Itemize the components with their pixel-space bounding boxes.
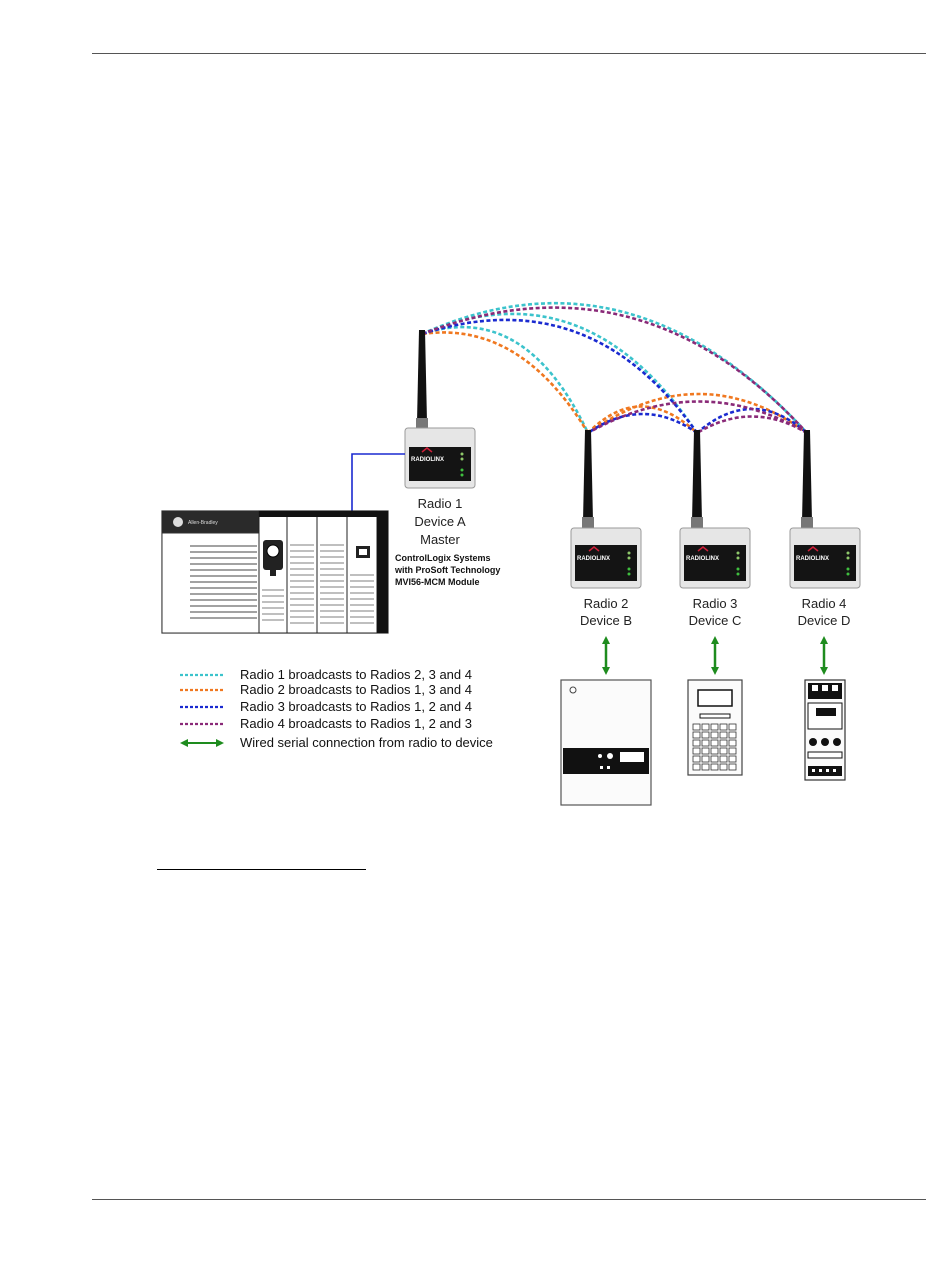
arc-r4-r2 (587, 400, 808, 435)
controllogix-chassis: Allen-Bradley (161, 510, 389, 634)
svg-text:Device C: Device C (689, 613, 742, 628)
svg-text:Radio 2: Radio 2 (584, 596, 629, 611)
svg-text:ControlLogix Systems: ControlLogix Systems (395, 553, 491, 563)
ethernet-cable (351, 453, 405, 512)
svg-text:Radio 1 broadcasts to Radios 2: Radio 1 broadcasts to Radios 2, 3 and 4 (240, 667, 472, 682)
svg-text:Radio 3 broadcasts to Radios 1: Radio 3 broadcasts to Radios 1, 2 and 4 (240, 699, 472, 714)
device-c (687, 679, 743, 776)
arc-r3-r2 (587, 412, 698, 435)
radio-4-label: Radio 4 Device D (798, 596, 851, 628)
svg-text:Radio 4 broadcasts to Radios 1: Radio 4 broadcasts to Radios 1, 2 and 3 (240, 716, 472, 731)
arc-r3-r1 (421, 318, 699, 434)
radio-3: RADIOLINX (679, 430, 751, 589)
radio-1: RADIOLINX (404, 330, 476, 489)
device-d (804, 679, 846, 781)
radio-2-label: Radio 2 Device B (580, 596, 632, 628)
antenna-4 (802, 430, 812, 521)
svg-text:Master: Master (420, 532, 460, 547)
svg-text:Radio 1: Radio 1 (418, 496, 463, 511)
svg-text:Device B: Device B (580, 613, 632, 628)
svg-text:Radio 2 broadcasts to Radios 1: Radio 2 broadcasts to Radios 1, 3 and 4 (240, 682, 472, 697)
svg-text:Wired serial connection from r: Wired serial connection from radio to de… (240, 735, 493, 750)
arc-r1-r3 (421, 312, 699, 434)
svg-text:MVI56-MCM Module: MVI56-MCM Module (395, 577, 480, 587)
antenna-2 (583, 430, 593, 521)
arc-r2-r4 (587, 392, 808, 435)
serial-links (602, 636, 828, 675)
radio-3-label: Radio 3 Device C (689, 596, 742, 628)
header-rule (92, 53, 926, 54)
svg-text:RADIOLINX: RADIOLINX (411, 457, 444, 463)
svg-text:Radio 3: Radio 3 (693, 596, 738, 611)
blank-underline (157, 869, 366, 870)
plc-caption: ControlLogix Systems with ProSoft Techno… (394, 553, 500, 587)
svg-text:RADIOLINX: RADIOLINX (796, 556, 829, 562)
arc-r1-r4 (421, 301, 808, 434)
svg-text:Allen-Bradley: Allen-Bradley (188, 520, 218, 526)
arc-r4-r3 (696, 415, 808, 435)
svg-text:RADIOLINX: RADIOLINX (577, 556, 610, 562)
arc-r2-r1 (421, 331, 590, 434)
legend-item-radio-4: Radio 4 broadcasts to Radios 1, 2 and 3 (180, 716, 472, 731)
antenna-1 (417, 330, 427, 422)
arc-r4-r1 (421, 306, 808, 434)
radio-4: RADIOLINX (789, 430, 861, 589)
footer-rule (92, 1199, 926, 1200)
legend: Radio 1 broadcasts to Radios 2, 3 and 4 … (180, 667, 493, 750)
svg-text:RADIOLINX: RADIOLINX (686, 556, 719, 562)
legend-item-radio-1: Radio 1 broadcasts to Radios 2, 3 and 4 (180, 667, 472, 682)
arc-r1-r2 (421, 325, 590, 434)
svg-text:with ProSoft Technology: with ProSoft Technology (394, 565, 500, 575)
broadcast-arcs (421, 301, 808, 435)
svg-text:Device A: Device A (414, 514, 466, 529)
legend-item-wired: Wired serial connection from radio to de… (180, 735, 493, 750)
radio-2: RADIOLINX (570, 430, 642, 589)
svg-text:Device D: Device D (798, 613, 851, 628)
legend-item-radio-2: Radio 2 broadcasts to Radios 1, 3 and 4 (180, 682, 472, 697)
legend-item-radio-3: Radio 3 broadcasts to Radios 1, 2 and 4 (180, 699, 472, 714)
arc-r2-r3 (587, 405, 698, 434)
svg-text:Radio 4: Radio 4 (802, 596, 847, 611)
device-b (560, 679, 652, 806)
radio-1-label: Radio 1 Device A Master (414, 496, 466, 547)
antenna-3 (692, 430, 702, 521)
